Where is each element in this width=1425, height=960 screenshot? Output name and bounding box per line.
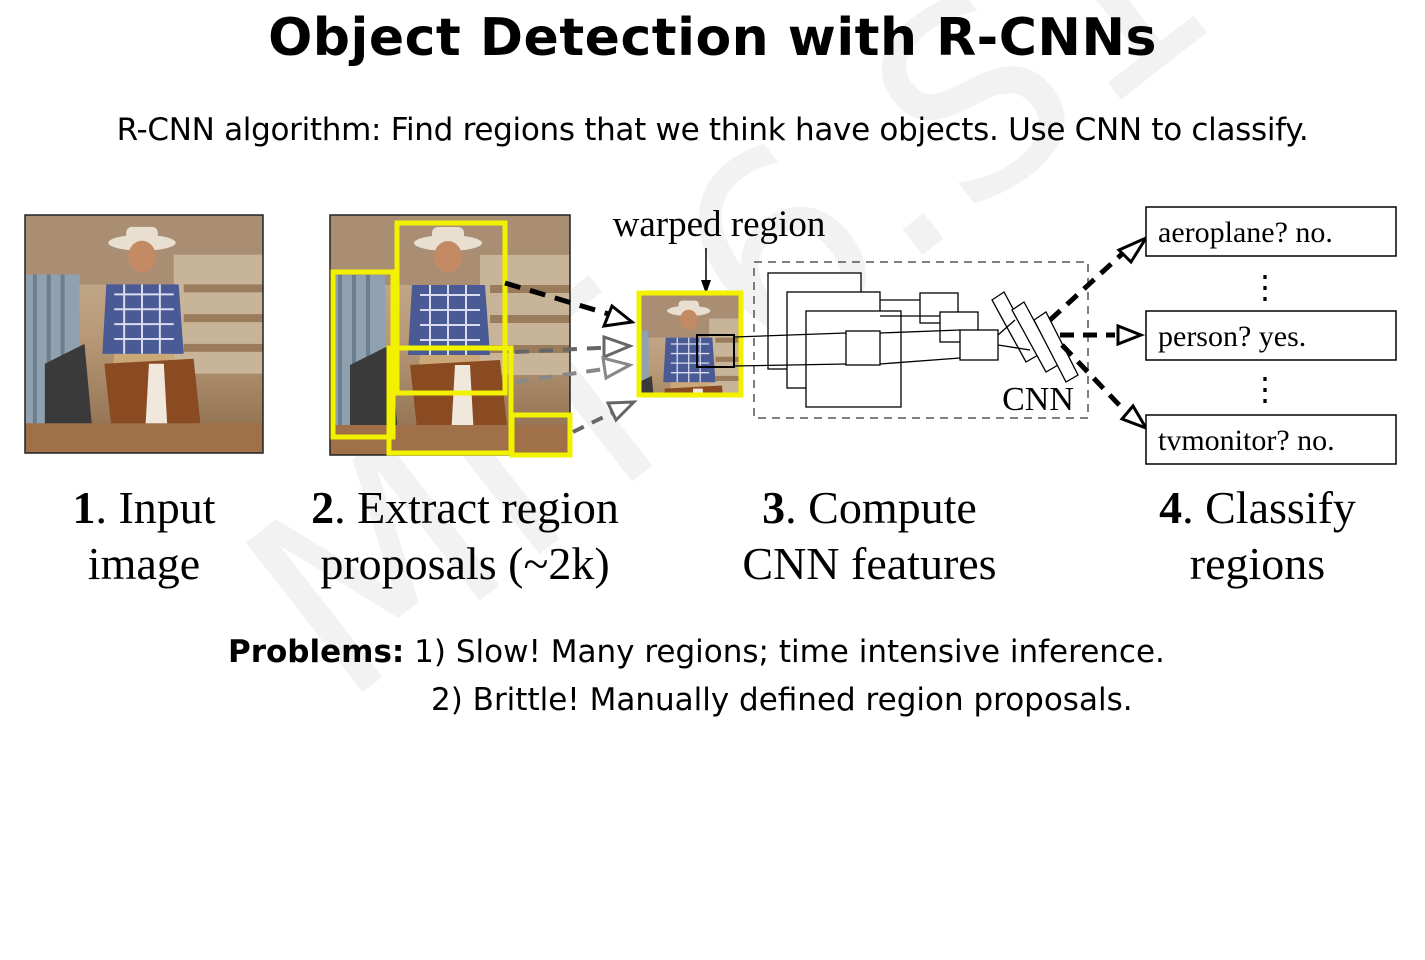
region-proposals-image [329, 214, 573, 458]
class-label: tvmonitor? no. [1158, 424, 1335, 457]
step-2-caption: 2. Extract region proposals (~2k) [280, 480, 650, 592]
step-4-caption: 4. Classify regions [1130, 480, 1385, 592]
step-line1: . Extract region [334, 482, 619, 533]
step-line1: . Compute [785, 482, 977, 533]
step-line2: regions [1189, 538, 1326, 589]
rcnn-diagram: warped region CNN [24, 204, 1397, 465]
slide-subtitle: R-CNN algorithm: Find regions that we th… [116, 112, 1309, 148]
problem-item: 2) Brittle! Manually defined region prop… [431, 682, 1133, 718]
input-image [24, 214, 264, 454]
warped-region-label: warped region [613, 204, 826, 245]
class-box-tvmonitor: tvmonitor? no. [1145, 414, 1397, 465]
step-line1: . Input [95, 482, 216, 533]
proposal-arrows [504, 280, 638, 434]
step-number: 3 [762, 482, 786, 533]
cnn-label: CNN [1002, 381, 1074, 418]
ellipsis-1: ⋮ [1249, 269, 1281, 305]
step-line2: CNN features [742, 538, 997, 589]
step-line1: . Classify [1182, 482, 1356, 533]
step-1-caption: 1. Input image [30, 480, 258, 592]
problems-line-1: Problems: 1) Slow! Many regions; time in… [228, 628, 1165, 676]
step-number: 4 [1159, 482, 1183, 533]
proposal-box [330, 269, 396, 440]
class-label: person? yes. [1158, 320, 1306, 353]
class-box-aeroplane: aeroplane? no. [1145, 206, 1397, 257]
class-box-person: person? yes. [1145, 310, 1397, 361]
cnn-block: CNN [733, 261, 1089, 419]
ellipsis-2: ⋮ [1249, 371, 1281, 407]
proposal-box [394, 220, 508, 396]
class-label: aeroplane? no. [1158, 216, 1333, 249]
slide-title: Object Detection with R-CNNs [268, 8, 1157, 68]
step-number: 2 [311, 482, 335, 533]
proposal-box [509, 412, 573, 458]
problems-line-2: 2) Brittle! Manually defined region prop… [431, 676, 1133, 724]
classify-arrows [1048, 234, 1150, 431]
problems-label: Problems: [228, 634, 405, 670]
step-line2: proposals (~2k) [320, 538, 610, 589]
proposal-box [386, 345, 514, 456]
step-line2: image [87, 538, 201, 589]
step-number: 1 [72, 482, 96, 533]
problem-item: 1) Slow! Many regions; time intensive in… [414, 634, 1165, 670]
step-3-caption: 3. Compute CNN features [712, 480, 1027, 592]
warped-region-image [636, 290, 744, 398]
